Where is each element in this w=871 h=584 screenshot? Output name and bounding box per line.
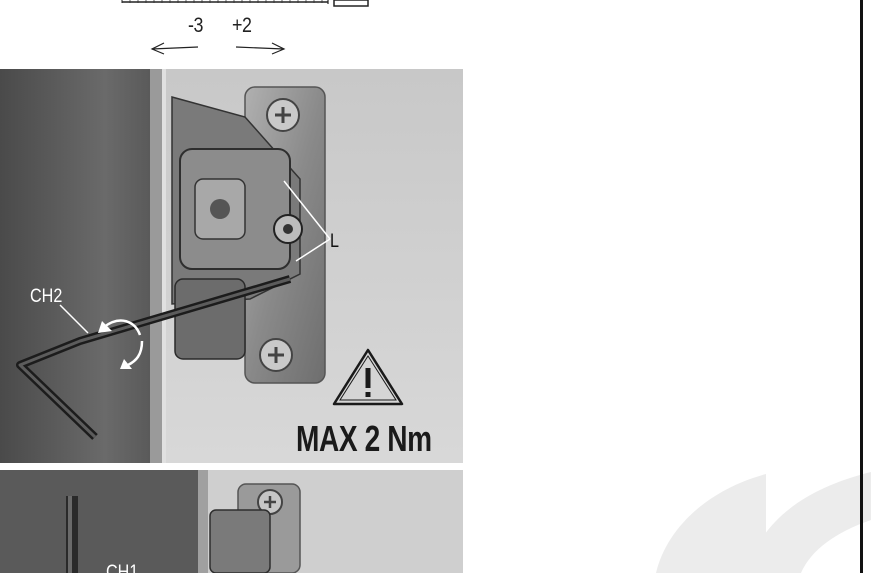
arrow-left-icon	[150, 42, 199, 55]
warning-triangle-icon	[332, 348, 404, 406]
adjust-plus-label: +2	[232, 14, 252, 37]
hex-key-label: CH2	[30, 286, 63, 307]
adjust-minus-label: -3	[188, 14, 204, 37]
adjustment-scale	[121, 0, 369, 7]
arrow-right-icon	[235, 42, 286, 55]
tool-label: CH1	[106, 562, 139, 583]
page-border-right	[860, 0, 863, 573]
adjustment-arrows	[150, 42, 286, 55]
watermark-logo	[656, 472, 871, 573]
screw-label: L	[330, 231, 339, 252]
hinge-adjustment-photo	[0, 69, 463, 463]
torque-limit-text: MAX 2 Nm	[296, 418, 432, 459]
hinge-tool-photo	[0, 470, 463, 573]
